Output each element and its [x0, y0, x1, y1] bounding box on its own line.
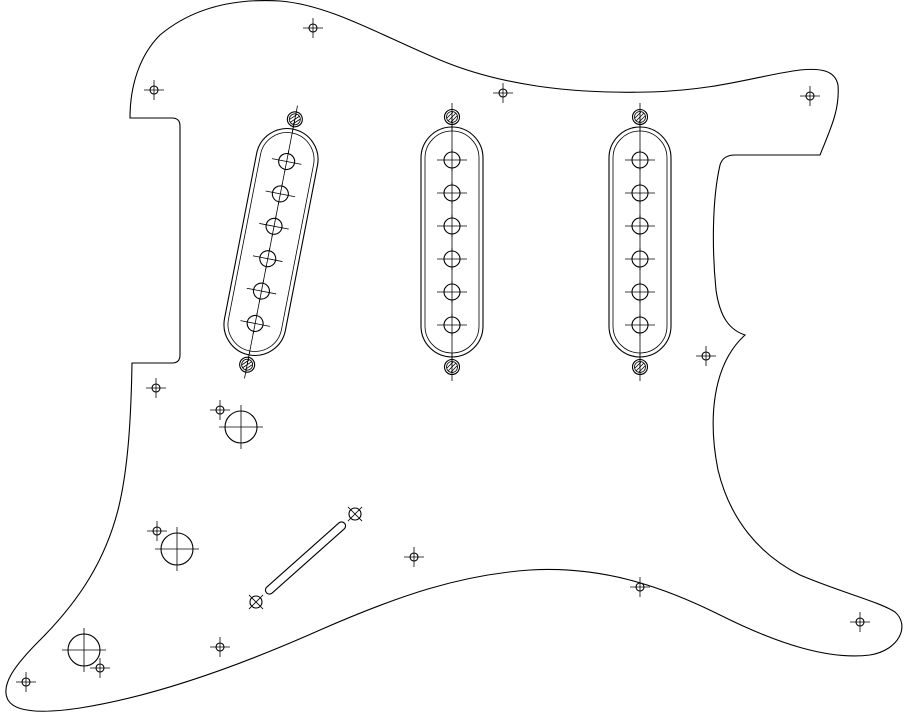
switch-slot-body	[264, 521, 347, 595]
mounting-screw-hole	[303, 18, 323, 38]
mounting-screw-hole	[630, 577, 650, 597]
switch-slot-outline	[264, 521, 347, 595]
tone-pot-hole-2	[62, 628, 106, 672]
mounting-screw-hole	[210, 400, 230, 420]
neck-pickup	[223, 105, 319, 379]
middle-pickup-screw-bottom	[443, 353, 461, 381]
neck-pickup-screw-top	[286, 105, 303, 134]
pole-piece-vline	[277, 183, 283, 205]
selector-switch-slot	[264, 521, 347, 595]
neck-pickup-screw-bottom	[239, 350, 256, 379]
middle-pickup-screw-top	[443, 103, 461, 131]
pole-piece-vline	[265, 247, 271, 270]
pole-piece-vline	[258, 280, 264, 302]
mounting-screw-hole	[144, 80, 164, 100]
mounting-screw-hole	[146, 378, 166, 398]
tone-pot-hole	[155, 527, 199, 571]
mounting-screw-hole	[210, 637, 230, 657]
mounting-screw-hole	[850, 612, 870, 632]
mounting-screw-hole	[800, 86, 820, 106]
switch-screw-hole	[347, 506, 363, 522]
bridge-pickup	[608, 103, 672, 381]
mounting-screw-hole	[16, 672, 36, 692]
volume-pot-hole	[219, 405, 263, 449]
pole-piece-vline	[252, 312, 258, 335]
mounting-screw-hole	[404, 547, 424, 567]
middle-pickup	[420, 103, 484, 381]
switch-screw-hole	[248, 594, 264, 610]
pickguard-outline	[5, 0, 903, 712]
bridge-pickup-screw-bottom	[631, 353, 649, 381]
mounting-screw-hole	[696, 346, 716, 366]
neck-pickup-screw-bottom-axis	[244, 350, 251, 379]
mounting-screw-hole	[147, 521, 167, 541]
switch-screw-hole-vline	[347, 506, 363, 522]
mounting-screw-hole	[493, 83, 513, 103]
neck-pickup-screw-top-axis	[291, 105, 298, 134]
bridge-pickup-screw-top	[631, 103, 649, 131]
pole-piece-vline	[284, 150, 290, 173]
mounting-screw-hole	[90, 658, 110, 678]
pole-piece-vline	[271, 215, 277, 238]
switch-screw-hole-vline	[248, 594, 264, 610]
